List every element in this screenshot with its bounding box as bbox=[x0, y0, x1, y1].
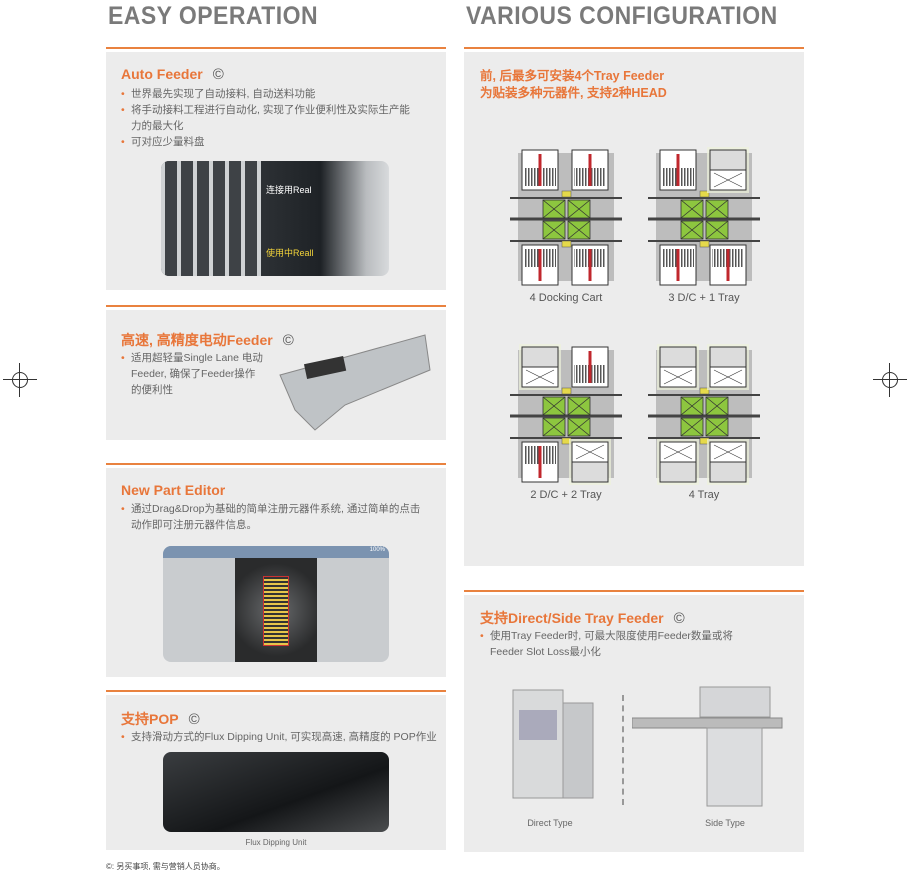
docking-cart-icon bbox=[571, 149, 609, 191]
head-icon bbox=[705, 220, 729, 240]
tray-feeder-icon bbox=[707, 147, 749, 193]
auto-feeder-image: 连接用Real 使用中Reall bbox=[161, 161, 389, 276]
head-icon bbox=[680, 220, 704, 240]
head-icon bbox=[705, 396, 729, 416]
footnote: ©: 另买事项, 需与营销人员协商。 bbox=[106, 862, 225, 871]
divider bbox=[106, 690, 446, 692]
head-icon bbox=[567, 396, 591, 416]
head-icon bbox=[680, 396, 704, 416]
tray-feeder-icon bbox=[569, 439, 611, 485]
divider bbox=[464, 47, 804, 49]
electric-feeder-image bbox=[279, 334, 431, 431]
registration-mark-icon bbox=[873, 363, 907, 397]
head-icon bbox=[542, 417, 566, 437]
tray-config-diagram bbox=[510, 344, 622, 485]
tray-feeder-icon bbox=[707, 344, 749, 390]
docking-cart-icon bbox=[659, 149, 697, 191]
side-type-caption: Side Type bbox=[705, 818, 745, 828]
docking-cart-icon bbox=[521, 441, 559, 483]
head-icon bbox=[542, 199, 566, 219]
tray-config-diagram bbox=[510, 149, 622, 286]
flux-dipping-image bbox=[163, 752, 389, 832]
head-icon bbox=[567, 417, 591, 437]
flux-dipping-caption: Flux Dipping Unit bbox=[245, 838, 307, 847]
tray-feeder-icon bbox=[657, 344, 699, 390]
direct-type-image bbox=[512, 689, 594, 799]
head-icon bbox=[680, 417, 704, 437]
in-use-reel-label: 使用中Reall bbox=[266, 248, 314, 258]
tray-config-diagram bbox=[648, 147, 760, 286]
separator bbox=[622, 695, 624, 805]
electric-feeder-title: 高速, 高精度电动Feeder© bbox=[121, 332, 294, 349]
docking-cart-icon bbox=[521, 244, 559, 286]
docking-cart-icon bbox=[709, 244, 747, 286]
head-icon bbox=[705, 417, 729, 437]
auto-feeder-bullets: 世界最先实现了自动接料, 自动送料功能 将手动接料工程进行自动化, 实现了作业便… bbox=[121, 86, 410, 150]
various-configuration-heading: VARIOUS CONFIGURATION bbox=[466, 2, 778, 30]
direct-type-caption: Direct Type bbox=[527, 818, 573, 828]
part-editor-title: New Part Editor bbox=[121, 482, 226, 498]
electric-feeder-bullets: 适用超轻量Single Lane 电动 Feeder, 确保了Feeder操作 … bbox=[121, 350, 263, 398]
head-icon bbox=[542, 396, 566, 416]
tray-config-diagram bbox=[648, 344, 760, 485]
part-editor-bullets: 通过Drag&Drop为基础的简单注册元器件系统, 通过简单的点击 动作即可注册… bbox=[121, 501, 420, 533]
part-editor-screenshot: 100% bbox=[163, 546, 389, 662]
pop-bullets: 支持滑动方式的Flux Dipping Unit, 可实现高速, 高精度的 PO… bbox=[121, 729, 437, 745]
head-icon bbox=[567, 220, 591, 240]
tray-feeder-bullets: 使用Tray Feeder时, 可最大限度使用Feeder数量或将 Feeder… bbox=[480, 628, 733, 660]
tray-feeder-title: 支持Direct/Side Tray Feeder© bbox=[480, 610, 685, 627]
docking-cart-icon bbox=[571, 244, 609, 286]
pop-title: 支持POP© bbox=[121, 711, 200, 728]
tray-config-label: 4 Tray bbox=[688, 489, 720, 501]
divider bbox=[464, 590, 804, 592]
tray-config-label: 2 D/C + 2 Tray bbox=[530, 489, 602, 501]
side-type-image bbox=[632, 686, 783, 807]
divider bbox=[106, 305, 446, 307]
auto-feeder-title: Auto Feeder© bbox=[121, 66, 224, 83]
tray-config-label: 4 Docking Cart bbox=[529, 292, 603, 304]
head-icon bbox=[680, 199, 704, 219]
registration-mark-icon bbox=[3, 363, 37, 397]
docking-cart-icon bbox=[659, 244, 697, 286]
divider bbox=[106, 47, 446, 49]
docking-cart-icon bbox=[571, 346, 609, 388]
head-icon bbox=[705, 199, 729, 219]
easy-operation-heading: EASY OPERATION bbox=[108, 2, 319, 30]
splice-reel-label: 连接用Real bbox=[266, 185, 312, 195]
zoom-readout: 100% bbox=[369, 547, 385, 553]
tray-feeder-icon bbox=[657, 439, 699, 485]
tray-feeder-icon bbox=[707, 439, 749, 485]
head-icon bbox=[567, 199, 591, 219]
head-icon bbox=[542, 220, 566, 240]
tray-config-label: 3 D/C + 1 Tray bbox=[668, 292, 740, 304]
docking-cart-icon bbox=[521, 149, 559, 191]
divider bbox=[106, 463, 446, 465]
tray-feeder-icon bbox=[519, 344, 561, 390]
